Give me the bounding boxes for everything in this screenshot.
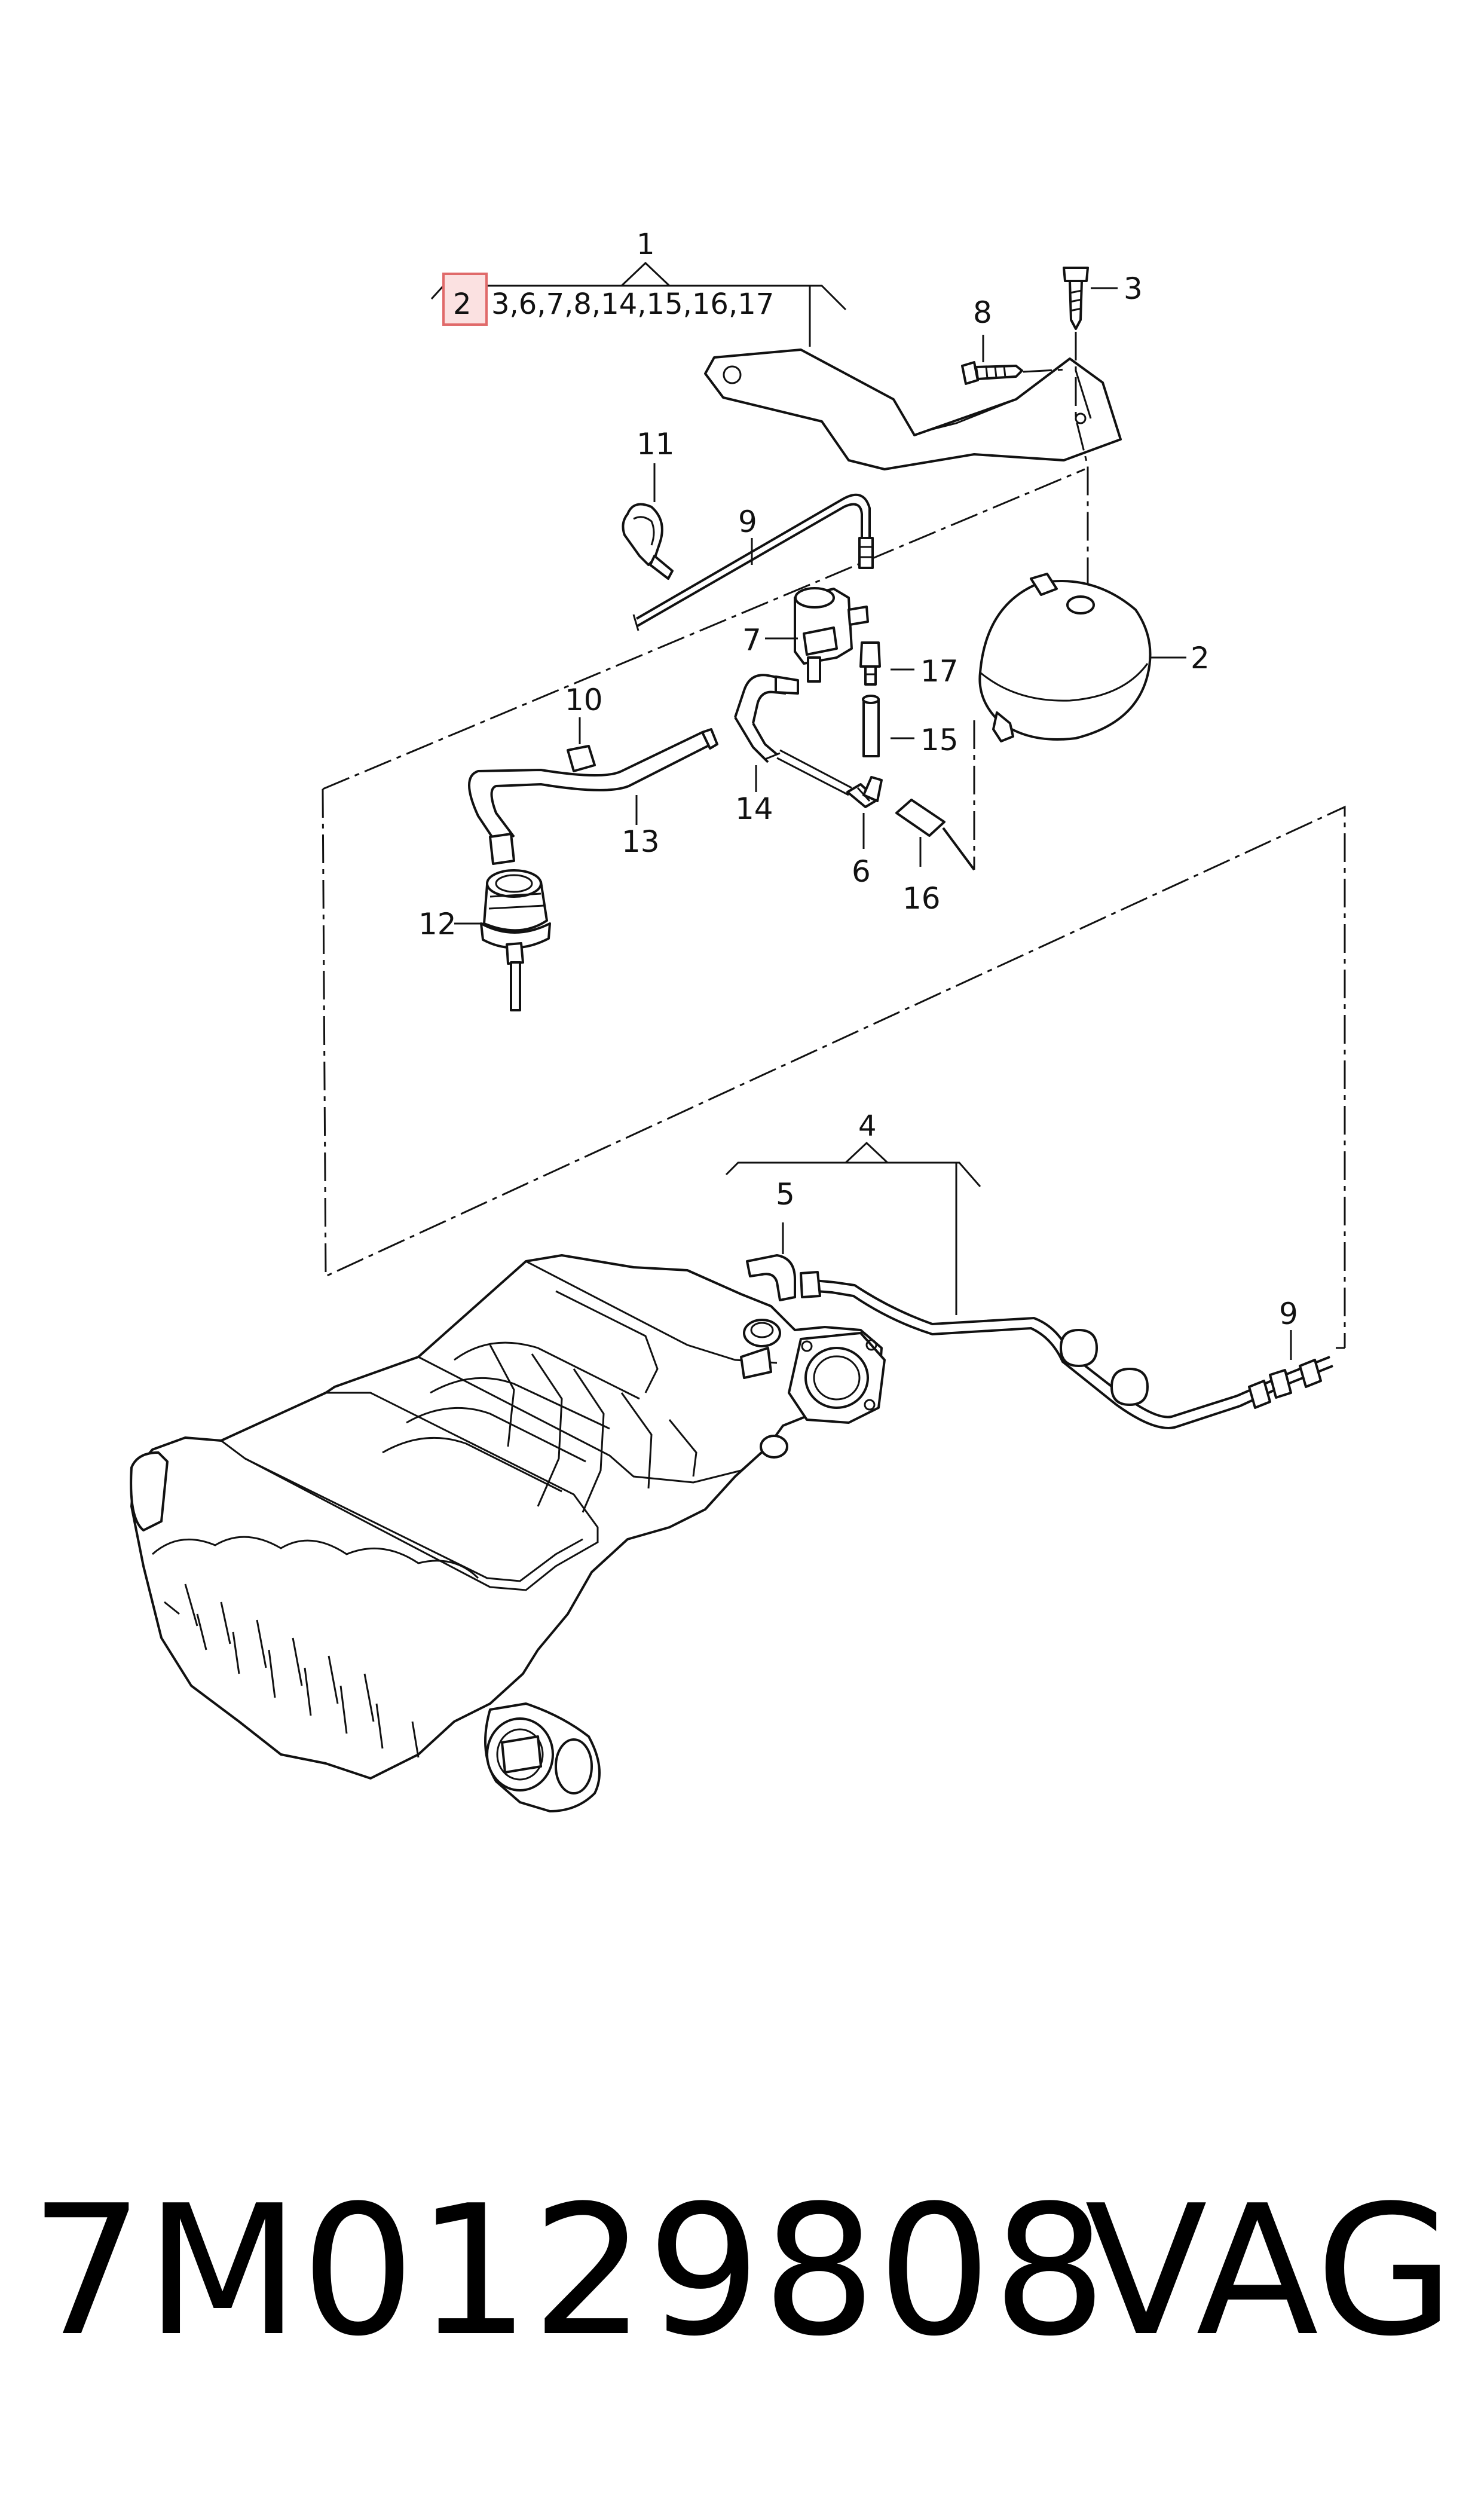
group-4-label: 4 [858,1109,877,1143]
highlighted-part-label[interactable]: 2 [453,288,472,321]
brand-name: VAG [1085,2167,1455,2376]
hose-link [776,749,852,796]
bolt-8 [961,335,1023,385]
callout-9-lower: 9 [1279,1297,1298,1331]
hose-14 [734,674,799,792]
callout-17: 17 [920,654,959,689]
connector-16 [895,799,975,871]
callout-7: 7 [742,623,761,658]
hose-clamp-10 [567,717,596,772]
callout-3: 3 [1124,271,1143,306]
callout-6: 6 [852,854,871,889]
hose-clip-11 [622,463,674,580]
intake-manifold [130,1254,886,1812]
callout-13: 13 [622,824,660,859]
group-4-bracket [725,1141,981,1315]
solenoid-valve-7 [765,587,869,683]
vacuum-reservoir [978,573,1186,742]
hose-15 [862,695,914,757]
filter-12 [454,833,551,1011]
vacuum-line-4 [800,1271,1333,1429]
mounting-bracket [704,348,1122,470]
callout-9-upper: 9 [738,505,757,539]
hose-9-upper [632,493,874,631]
part-number: 7M0129808 [30,2167,1108,2376]
hose-13 [468,728,718,844]
guide-line-bolt8 [1023,368,1067,373]
callout-12: 12 [418,907,457,941]
group-1-label: 1 [637,228,655,261]
callout-16: 16 [902,881,941,916]
guide-envelope [322,468,1346,1349]
check-valve-6 [846,776,883,849]
callout-2: 2 [1191,641,1210,675]
elbow-hose-5 [746,1222,796,1301]
bolt-3 [1063,267,1118,330]
callout-14: 14 [735,791,773,826]
callout-10: 10 [565,683,603,717]
guide-line-bolt3 [1075,332,1089,604]
group-1-members: 3,6,7,8,14,15,16,17 [491,288,774,321]
callout-15: 15 [920,723,959,757]
callout-8: 8 [973,295,992,330]
group-1-bracket [430,261,847,347]
highlight-box-part-2[interactable] [442,273,488,326]
callout-5: 5 [776,1177,795,1212]
connector-17 [859,641,914,686]
callout-11: 11 [637,427,675,461]
